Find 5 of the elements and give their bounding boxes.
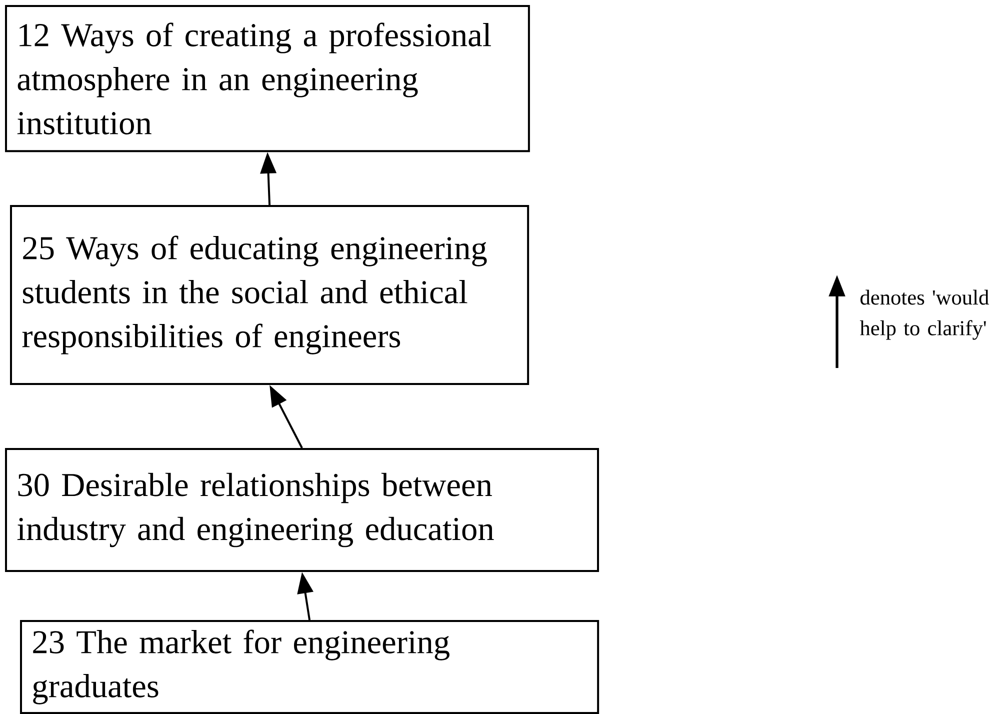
text-box: 12 Ways of creating a professional atmosphere in an engineering institution (5, 5, 530, 152)
text-box: 25 Ways of educating engineering students in the social and ethical responsibilities of engineers (10, 205, 530, 385)
text-box: 23 The market for engineering graduates (20, 620, 600, 714)
legend-text: denotes 'would help to clarify' (860, 290, 989, 340)
text-box: 30 Desirable relationships between industry and engineering education (5, 448, 599, 572)
